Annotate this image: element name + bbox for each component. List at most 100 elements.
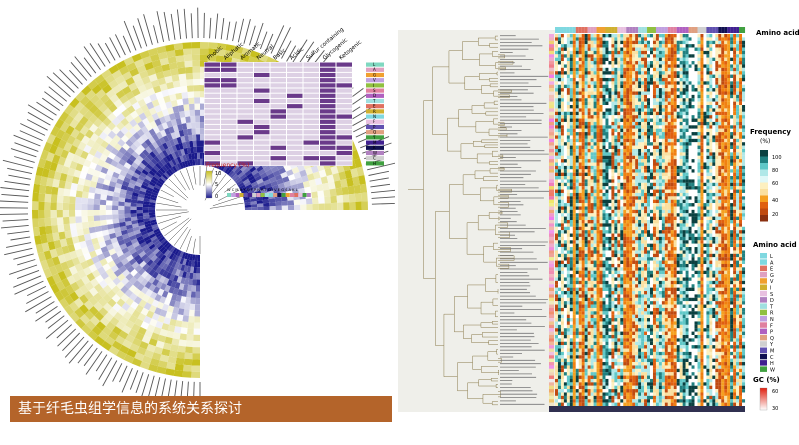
heatmap-cell (566, 125, 570, 129)
heatmap-cell (316, 184, 324, 192)
heatmap-cell (185, 154, 190, 161)
heatmap-cell (57, 187, 65, 196)
heatmap-cell (555, 280, 559, 285)
heatmap-cell (176, 351, 185, 359)
column-strip-cell (235, 193, 240, 197)
heatmap-cell (593, 128, 597, 133)
heatmap-cell (572, 142, 576, 146)
heatmap-cell (194, 310, 200, 317)
heatmap-cell (587, 287, 591, 292)
heatmap-cell (575, 328, 579, 332)
species-label-mark (291, 39, 308, 65)
property-cell (254, 88, 270, 93)
heatmap-cell (560, 291, 564, 295)
heatmap-cell (109, 316, 120, 326)
property-cell (221, 62, 237, 67)
heatmap-cell (87, 210, 94, 216)
heatmap-cell (189, 140, 194, 148)
heatmap-cell (566, 284, 570, 288)
heatmap-cell (608, 372, 612, 376)
heatmap-cell (572, 71, 576, 75)
heatmap-cell (563, 40, 567, 45)
property-cell (303, 109, 319, 114)
heatmap-cell (599, 247, 603, 251)
heatmap-cell (133, 140, 142, 148)
heatmap-cell (599, 274, 603, 278)
heatmap-cell (150, 358, 160, 367)
heatmap-cell (614, 162, 618, 166)
heatmap-cell (156, 280, 163, 289)
heatmap-cell (611, 61, 615, 65)
heatmap-cell (578, 57, 582, 62)
heatmap-cell (555, 304, 559, 308)
heatmap-cell (569, 135, 573, 139)
property-cell (270, 83, 286, 88)
heatmap-cell (599, 101, 603, 106)
heatmap-cell (106, 219, 113, 225)
heatmap-cell (166, 362, 176, 370)
heatmap-cell (307, 173, 315, 181)
heatmap-cell (596, 368, 600, 373)
heatmap-cell (587, 328, 591, 332)
heatmap-cell (572, 270, 576, 275)
heatmap-cell (566, 220, 570, 224)
heatmap-cell (107, 280, 117, 290)
heatmap-cell (136, 213, 143, 217)
heatmap-cell (102, 263, 111, 272)
heatmap-cell (146, 310, 155, 319)
amino-acid-letter: H (373, 161, 376, 166)
heatmap-cell (569, 165, 573, 170)
heatmap-cell (587, 348, 591, 352)
heatmap-cell (560, 71, 564, 75)
heatmap-cell (149, 120, 158, 129)
heatmap-cell (578, 128, 582, 133)
heatmap-cell (590, 71, 594, 75)
heatmap-cell (569, 88, 573, 92)
heatmap-cell (128, 284, 137, 293)
heatmap-cell (555, 84, 559, 89)
heatmap-cell (608, 321, 612, 325)
heatmap-cell (590, 358, 594, 363)
heatmap-cell (58, 231, 66, 240)
heatmap-cell (581, 162, 585, 166)
heatmap-cell (569, 243, 573, 248)
frequency-legend-title: Frequency (%) (206, 162, 249, 169)
property-cell (254, 145, 270, 150)
heatmap-cell (563, 223, 567, 227)
heatmap-cell (79, 314, 90, 325)
heatmap-cell (575, 172, 579, 177)
heatmap-cell (155, 266, 163, 274)
heatmap-cell (39, 226, 47, 236)
heatmap-cell (563, 274, 567, 278)
heatmap-cell (596, 138, 600, 143)
heatmap-cell (560, 304, 564, 308)
heatmap-cell (581, 182, 585, 187)
heatmap-cell (95, 136, 104, 146)
property-cell (204, 161, 220, 166)
heatmap-cell (557, 125, 561, 129)
heatmap-cell (225, 44, 235, 52)
property-cell (204, 109, 220, 114)
heatmap-cell (171, 254, 177, 262)
heatmap-cell (77, 156, 86, 166)
heatmap-cell (94, 248, 103, 256)
heatmap-cell (590, 108, 594, 112)
heatmap-cell (617, 186, 621, 190)
heatmap-cell (590, 355, 594, 359)
heatmap-cell (296, 182, 305, 190)
heatmap-cell (605, 324, 609, 329)
heatmap-cell (200, 42, 209, 49)
heatmap-cell (614, 395, 618, 400)
heatmap-cell (602, 176, 606, 180)
amino-acid-letter: R (373, 109, 376, 114)
heatmap-cell (590, 148, 594, 153)
heatmap-cell (593, 138, 597, 143)
heatmap-cell (611, 67, 615, 72)
heatmap-cell (584, 142, 588, 146)
heatmap-cell (605, 321, 609, 325)
heatmap-cell (191, 371, 200, 378)
heatmap-cell (560, 57, 564, 62)
heatmap-cell (575, 324, 579, 329)
heatmap-cell (181, 161, 187, 168)
heatmap-cell (314, 177, 323, 186)
